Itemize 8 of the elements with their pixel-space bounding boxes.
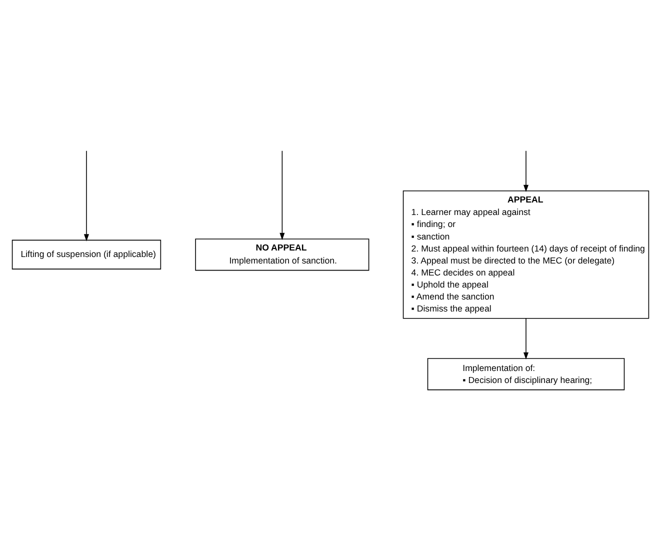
arrow: [523, 318, 529, 360]
node-box: Lifting of suspension (if applicable): [12, 239, 162, 269]
arrow: [84, 150, 89, 241]
node-box: Implementation of: ▪ Decision of disciplinary hearing;: [427, 358, 625, 390]
arrow: [523, 150, 529, 192]
node-box: APPEAL 1. Learner may appeal against ▪ finding; or ▪ sanction 2. Must appeal within fourteen (14) days of receipt of finding 3. Appeal must be directed to the MEC (or delegate) 4. MEC decides on appeal ▪ Uphold the appeal ▪ Amend the sanction ▪ Dismiss the appeal: [402, 190, 650, 318]
node-box: NO APPEAL Implementation of sanction.: [195, 238, 370, 270]
arrow: [280, 150, 285, 240]
